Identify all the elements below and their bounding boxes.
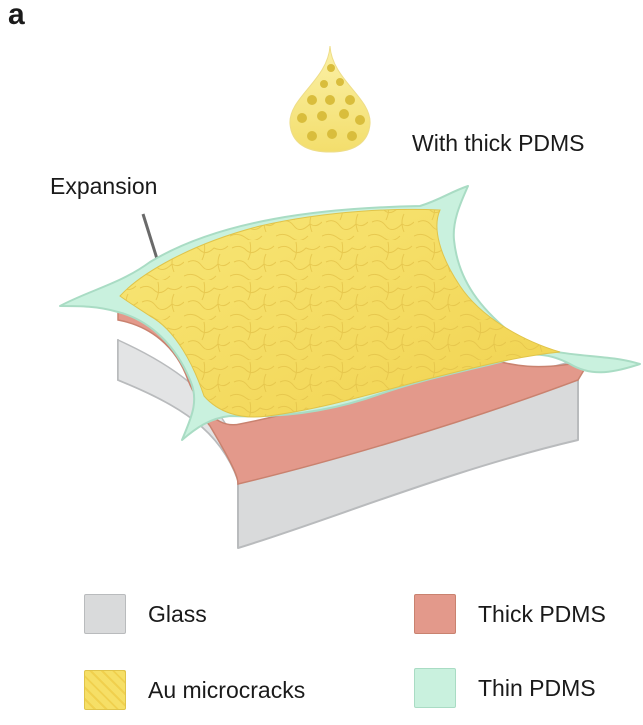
legend-item-glass: Glass: [84, 594, 207, 634]
thick-pdms-annotation: With thick PDMS: [412, 130, 585, 156]
legend-label-au-microcracks: Au microcracks: [148, 676, 306, 703]
legend-label-glass: Glass: [148, 600, 207, 627]
thin-pdms-swatch: [414, 668, 456, 708]
au-microcracks-swatch: [84, 670, 126, 710]
panel-letter: a: [8, 0, 25, 31]
au-microcracks-layer: [119, 208, 561, 418]
glass-swatch: [84, 594, 126, 634]
legend-label-thin-pdms: Thin PDMS: [478, 674, 596, 701]
legend-label-thick-pdms: Thick PDMS: [478, 600, 606, 627]
legend-item-thick-pdms: Thick PDMS: [414, 594, 606, 634]
thick-pdms-swatch: [414, 594, 456, 634]
expansion-pointer: [141, 213, 160, 263]
expansion-annotation: Expansion: [50, 173, 158, 199]
droplet-icon: [289, 45, 371, 153]
legend-item-au-microcracks: Au microcracks: [84, 670, 305, 710]
legend-item-thin-pdms: Thin PDMS: [414, 668, 596, 708]
